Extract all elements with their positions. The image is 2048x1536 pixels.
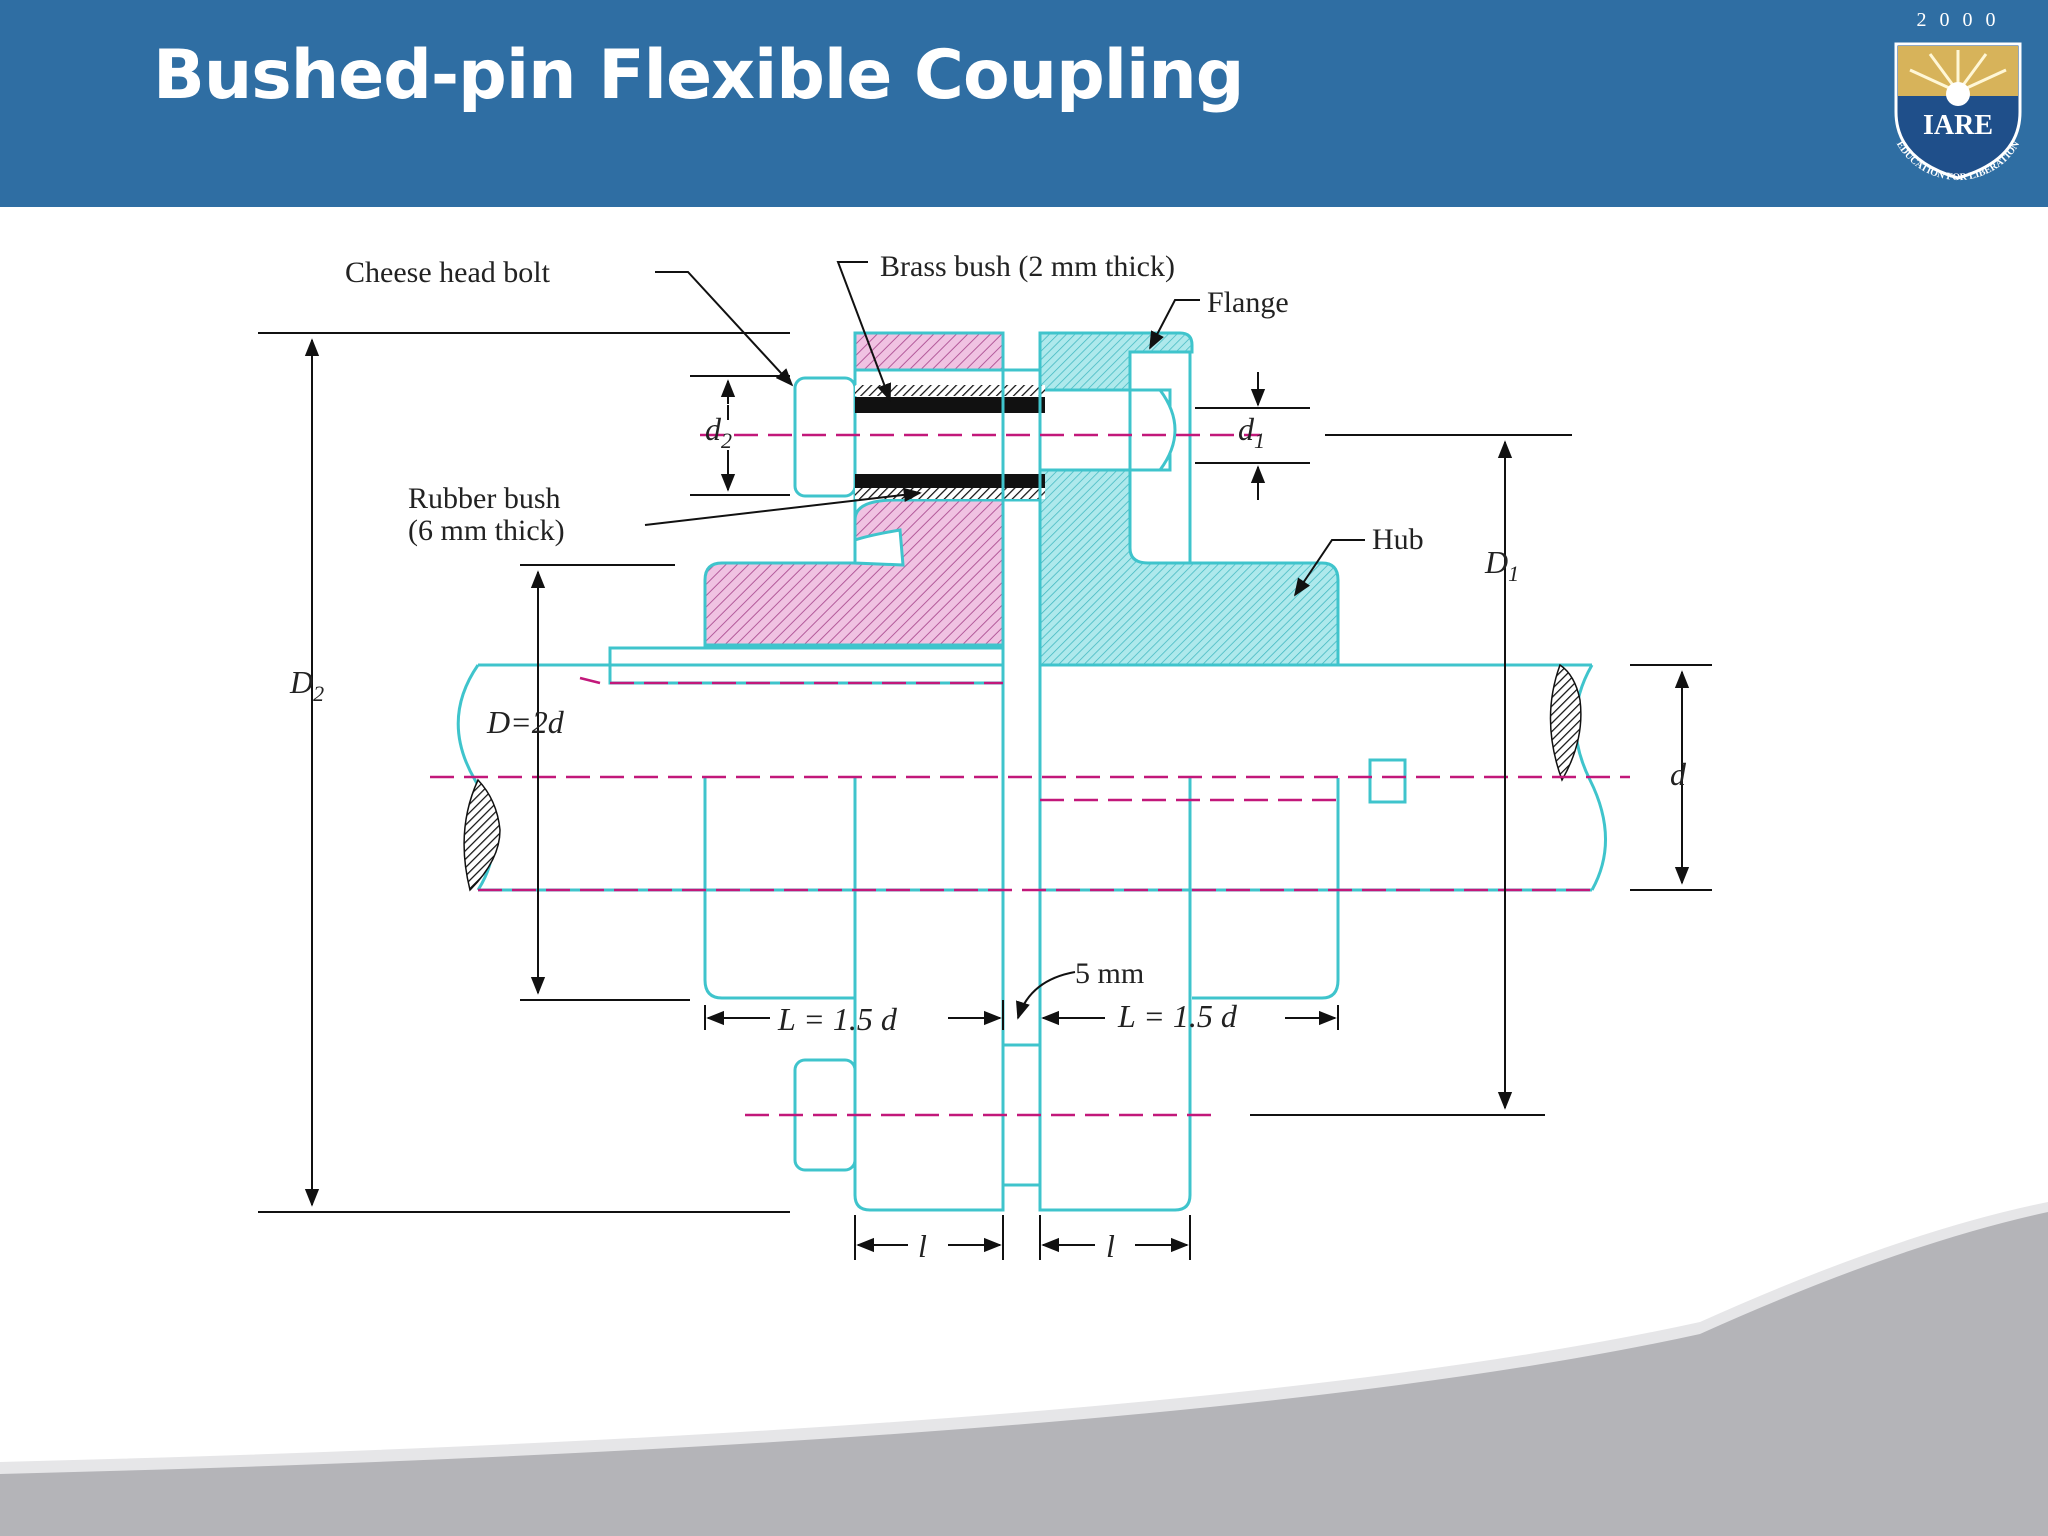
dim-D2: D2 (289, 664, 324, 706)
iare-logo: 2 0 0 0 IARE EDUCATION FOR LIBERATION (1894, 9, 2023, 183)
right-flange-section (1038, 331, 1340, 667)
label-rubber-bush-2: (6 mm thick) (408, 514, 565, 547)
right-shaft-section (1549, 663, 1582, 782)
left-shaft-section (463, 778, 501, 892)
cheese-head-bolt (793, 376, 1045, 499)
dim-d-shaft: d (1670, 756, 1687, 792)
label-gap: 5 mm (1075, 957, 1144, 990)
dim-L-left: L = 1.5 d (777, 1001, 898, 1037)
dim-D1: D1 (1484, 544, 1519, 586)
dim-L-right: L = 1.5 d (1117, 998, 1238, 1034)
label-flange: Flange (1207, 286, 1289, 319)
slide-title: Bushed-pin Flexible Coupling (153, 36, 1244, 115)
logo-year: 2 0 0 0 (1917, 9, 2000, 31)
dim-d1: d1 (1238, 411, 1265, 453)
coupling-drawing: Cheese head bolt Brass bush (2 mm thick)… (258, 250, 1712, 1264)
center-lines (430, 433, 1630, 1117)
dim-l-left: l (918, 1228, 927, 1264)
dim-d2: d2 (705, 411, 732, 453)
slide-header: Bushed-pin Flexible Coupling 2 0 0 0 IAR… (0, 0, 2048, 207)
logo-name: IARE (1923, 110, 1993, 141)
dimension-lines (258, 332, 1712, 1260)
dim-l-right: l (1106, 1228, 1115, 1264)
label-cheese-head-bolt: Cheese head bolt (345, 256, 551, 289)
dim-D-hub: D=2d (486, 704, 565, 740)
label-rubber-bush-1: Rubber bush (408, 482, 561, 515)
leader-lines (644, 261, 1365, 1020)
label-hub: Hub (1372, 523, 1424, 556)
label-brass-bush: Brass bush (2 mm thick) (880, 250, 1175, 283)
